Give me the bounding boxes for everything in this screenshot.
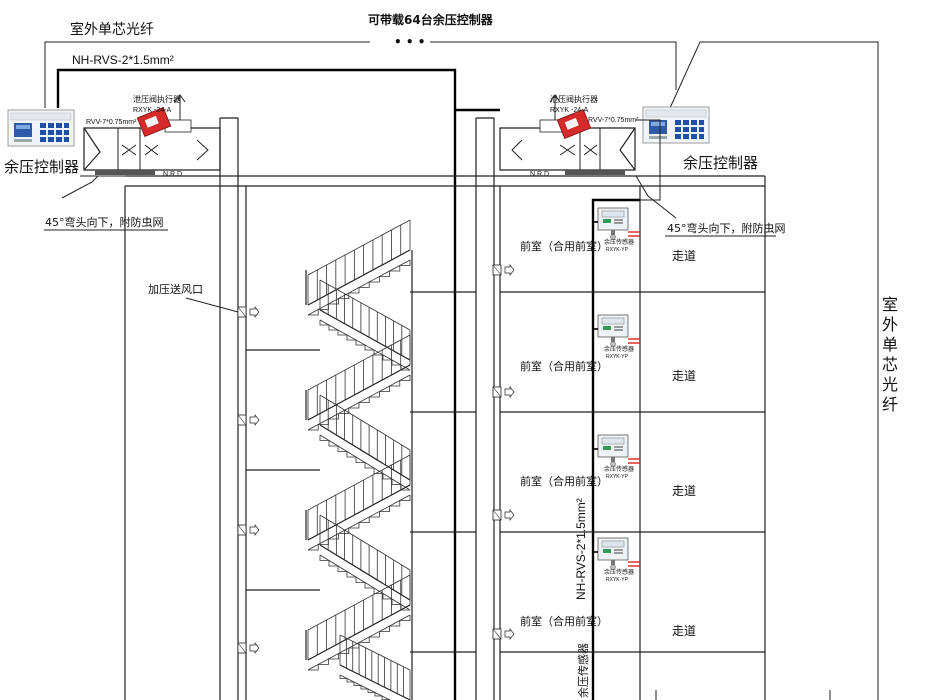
- supply-outlet-label: 加压送风口: [148, 282, 203, 296]
- sensor-model: RXYK-YP: [606, 354, 629, 360]
- elbow-note-right: 45°弯头向下，附防虫网: [667, 221, 786, 235]
- fiber-right-char: 室: [882, 295, 898, 314]
- fiber-label-right: 室外单芯光纤: [882, 295, 898, 414]
- stair-flight: [307, 454, 411, 551]
- actuator-left-model: RXYK -24-A: [133, 107, 171, 114]
- pressure-sensors: 余压传感器RXYK-YP余压传感器RXYK-YP余压传感器RXYK-YP余压传感…: [593, 207, 640, 583]
- nrd-left: N.R.D: [163, 171, 182, 178]
- sensor-title: 余压传感器: [604, 465, 634, 473]
- corridor-label: 走道: [672, 369, 696, 383]
- fiber-right-char: 外: [882, 315, 898, 334]
- stair-flight: [319, 279, 411, 371]
- sensor-title: 余压传感器: [604, 568, 634, 576]
- fiber-line-top: [44, 41, 879, 700]
- fiber-right-char: 单: [882, 335, 898, 354]
- sensor-model: RXYK-YP: [606, 577, 629, 583]
- ellipsis-label: • • •: [394, 35, 425, 49]
- corridor-label: 走道: [672, 249, 696, 263]
- controller-right[interactable]: [642, 106, 710, 144]
- fiber-right-char: 纤: [882, 395, 898, 414]
- cable-nh-rvs: [56, 68, 640, 700]
- sensor-model: RXYK-YP: [606, 474, 629, 480]
- sensor-title: 余压传感器: [604, 345, 634, 353]
- cable-label-vertical: NH-RVS-2*1.5mm²: [574, 498, 588, 600]
- building-structure: [124, 117, 766, 700]
- fiber-right-char: 芯: [882, 355, 898, 374]
- fiber-label-top: 室外单芯光纤: [70, 21, 154, 38]
- front-room-label: 前室（合用前室）: [520, 614, 608, 628]
- sensor-title: 余压传感器: [604, 238, 634, 246]
- corridor-label: 走道: [672, 624, 696, 638]
- stair-flight: [307, 334, 411, 431]
- sensor-model: RXYK-YP: [606, 247, 629, 253]
- stair-flight: [307, 574, 411, 671]
- wire-right-label: RVV-7*0.75mm²: [588, 117, 639, 124]
- front-room-label: 前室（合用前室）: [520, 474, 608, 488]
- supply-outlet-right[interactable]: [492, 386, 515, 398]
- actuator-left-title: 泄压阀执行器: [133, 94, 181, 104]
- stair-flight: [307, 219, 411, 316]
- max-controllers-label: 可带载64台余压控制器: [368, 12, 494, 27]
- controller-left[interactable]: [7, 109, 75, 147]
- corridor-label: 走道: [672, 484, 696, 498]
- supply-outlet-left[interactable]: [237, 414, 260, 426]
- sensor-label-bottom-partial: 余压传感器: [576, 643, 590, 698]
- exhaust-arrow-right: [549, 94, 561, 120]
- supply-outlet-left[interactable]: [237, 306, 260, 318]
- supply-outlet-right[interactable]: [492, 264, 515, 276]
- controller-right-label: 余压控制器: [683, 154, 758, 172]
- actuator-right-model: RXYK -24-A: [550, 107, 588, 114]
- supply-outlet-right[interactable]: [492, 509, 515, 521]
- staircase: [305, 219, 413, 700]
- stair-flight: [339, 634, 411, 700]
- wire-left-label: RVV-7*0.75mm²: [86, 119, 137, 126]
- supply-outlet-left[interactable]: [237, 524, 260, 536]
- controller-left-label: 余压控制器: [4, 158, 79, 176]
- actuator-right-title: 泄压阀执行器: [550, 94, 598, 104]
- fiber-label-right-text: 室外单芯光纤: [882, 295, 898, 414]
- stair-flight: [319, 514, 411, 611]
- front-room-label: 前室（合用前室）: [520, 359, 608, 373]
- exhaust-arrow-left: [174, 94, 186, 120]
- supply-outlet-left[interactable]: [237, 642, 260, 654]
- front-room-label: 前室（合用前室）: [520, 239, 608, 253]
- nrd-right: N.R.D: [530, 171, 549, 178]
- supply-outlet-right[interactable]: [492, 628, 515, 640]
- elbow-note-left: 45°弯头向下，附防虫网: [45, 215, 164, 229]
- fiber-right-char: 光: [882, 375, 898, 394]
- cable-label-top: NH-RVS-2*1.5mm²: [72, 53, 174, 67]
- stair-flight: [319, 394, 411, 491]
